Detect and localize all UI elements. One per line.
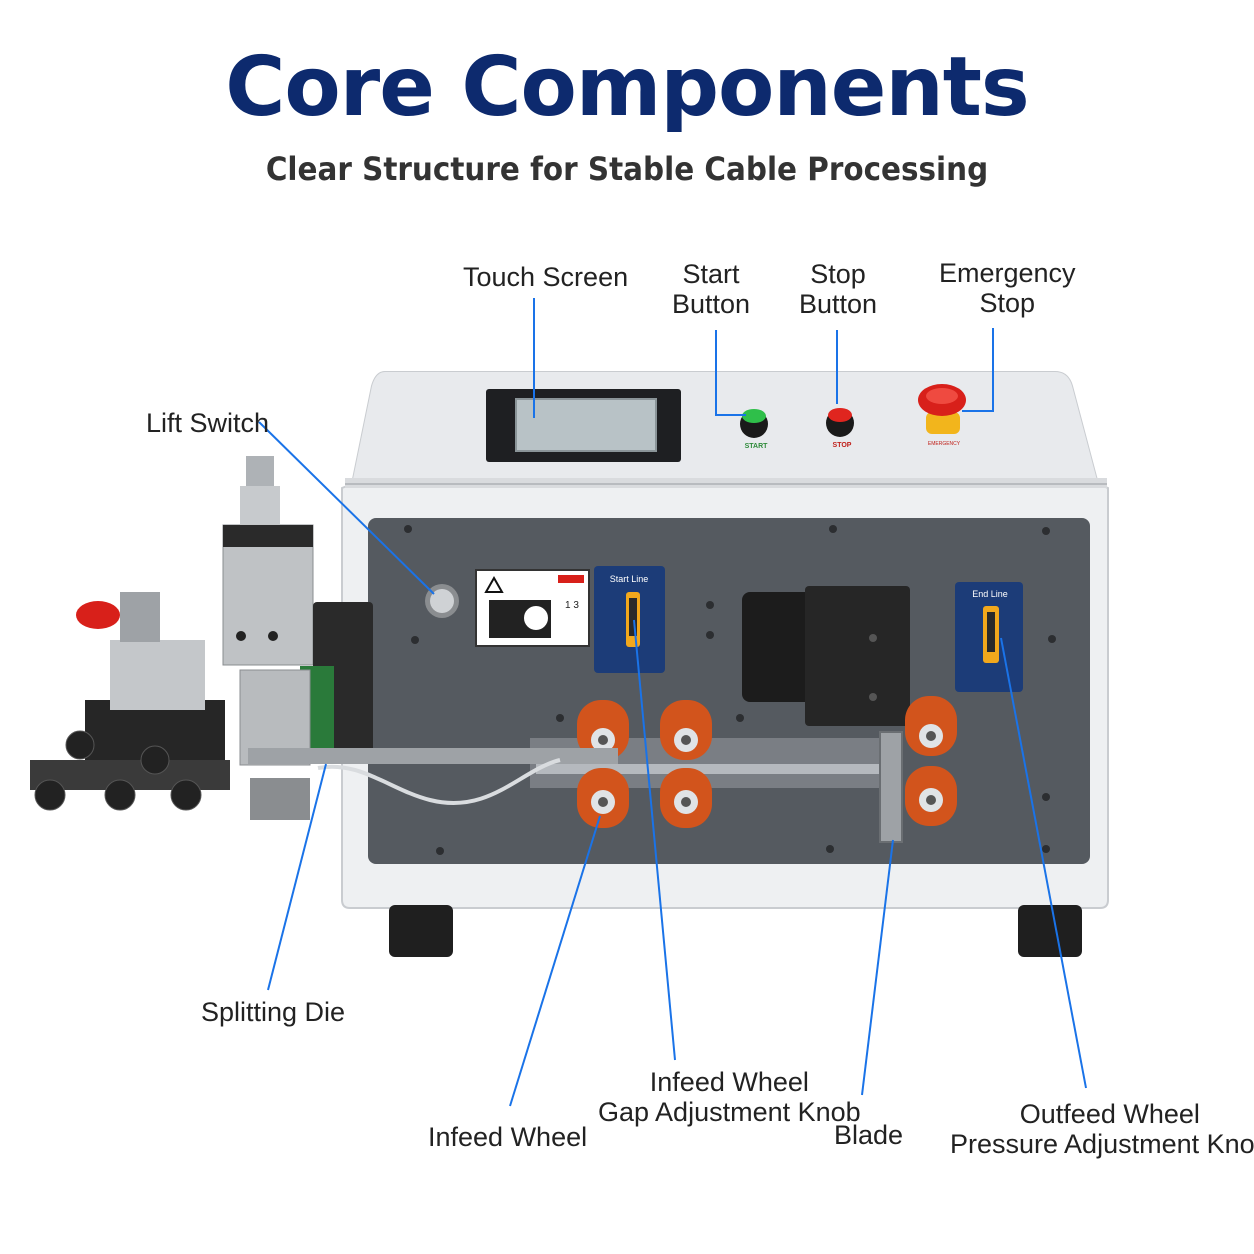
label-emergency-stop: Emergency Stop	[939, 258, 1076, 318]
leader-start-button	[715, 330, 746, 416]
label-start-button: Start Button	[672, 259, 751, 319]
page-title: Core Components	[225, 40, 1029, 135]
label-infeed-wheel: Infeed Wheel	[428, 1122, 588, 1152]
machine-foot-left	[389, 905, 453, 957]
leader-emergency-stop	[962, 328, 994, 412]
cable	[317, 758, 561, 806]
leader-lines	[258, 298, 1087, 1107]
label-infeed-gap-knob: Infeed Wheel Gap Adjustment Knob	[598, 1067, 861, 1127]
roller	[660, 700, 712, 760]
label-blade: Blade	[834, 1120, 904, 1150]
roller	[660, 768, 712, 828]
emergency-button-text: EMERGENCY	[928, 441, 961, 447]
label-splitting-die: Splitting Die	[201, 997, 346, 1027]
blade-motor	[742, 586, 910, 726]
outfeed-knob-text: End Line	[972, 589, 1008, 599]
start-button-text: START	[745, 443, 769, 450]
leader-outfeed-knob	[1000, 637, 1087, 1089]
label-touch-screen: Touch Screen	[463, 262, 629, 292]
start-button: START	[740, 409, 768, 450]
machine-foot-right	[1018, 905, 1082, 957]
stop-button: STOP	[826, 408, 854, 449]
infeed-gap-knob-plate: Start Line	[594, 566, 665, 673]
leader-splitting-die	[267, 763, 327, 991]
label-stop-button: Stop Button	[799, 259, 878, 319]
roller	[577, 768, 629, 828]
label-outfeed-knob: Outfeed Wheel Pressure Adjustment Knob	[950, 1099, 1254, 1159]
outfeed-wheels	[905, 696, 957, 826]
page-subtitle: Clear Structure for Stable Cable Process…	[265, 150, 989, 188]
touch-screen	[486, 389, 681, 462]
warning-sticker: 1 3	[475, 569, 590, 647]
blade	[879, 731, 903, 843]
leader-infeed-wheel	[509, 815, 601, 1107]
warning-sticker-text: 1 3	[565, 600, 579, 611]
leader-infeed-gap-knob	[633, 619, 676, 1061]
roller	[905, 696, 957, 756]
leader-lift-switch	[258, 421, 435, 595]
roller	[577, 700, 629, 760]
stop-button-text: STOP	[833, 442, 852, 449]
outfeed-knob-plate: End Line	[955, 582, 1023, 692]
infeed-wheels	[577, 700, 712, 828]
roller	[905, 766, 957, 826]
splitting-die	[30, 592, 618, 820]
infeed-knob-text: Start Line	[610, 574, 649, 584]
emergency-stop-button: EMERGENCY	[918, 384, 966, 447]
lift-cylinder	[222, 456, 314, 666]
label-lift-switch: Lift Switch	[146, 408, 270, 438]
leader-blade	[861, 839, 894, 1096]
